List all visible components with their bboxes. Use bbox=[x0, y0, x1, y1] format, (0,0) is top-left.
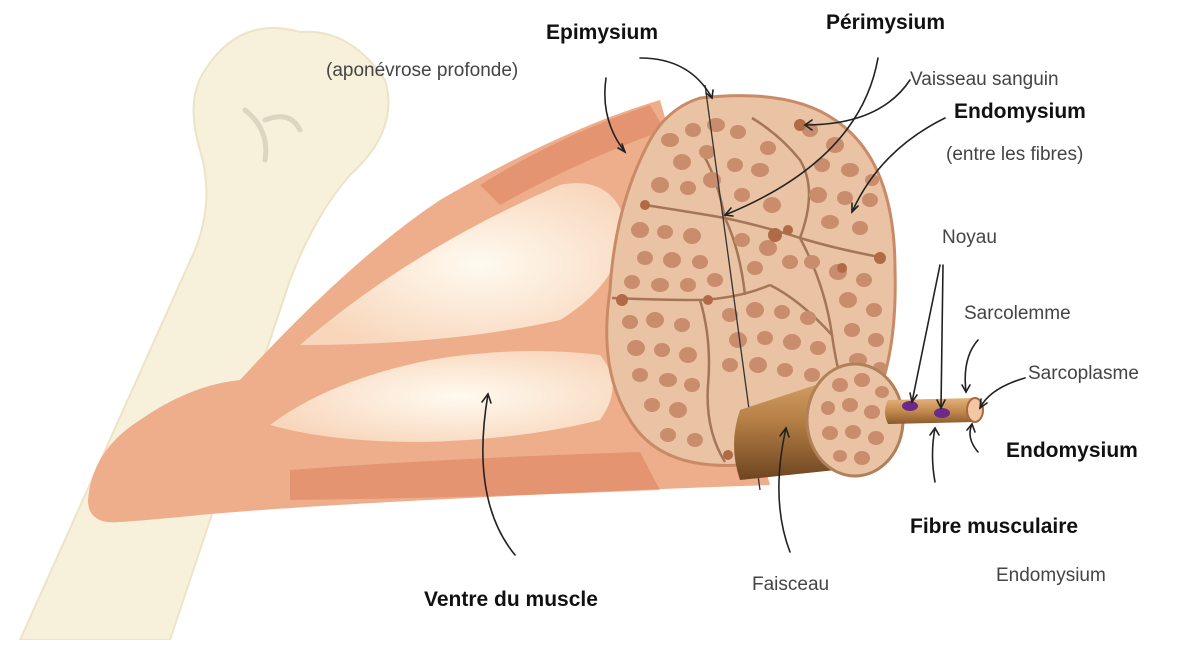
label-ventre-du-muscle: Ventre du muscle bbox=[424, 589, 598, 610]
label-endomysium-middle: Endomysium bbox=[1006, 440, 1138, 461]
label-sarcoplasme: Sarcoplasme bbox=[1028, 364, 1139, 383]
label-vaisseau-sanguin: Vaisseau sanguin bbox=[910, 70, 1059, 89]
label-faisceau: Faisceau bbox=[752, 575, 829, 594]
label-epimysium: Epimysium bbox=[546, 22, 658, 43]
label-endomysium-bottom: Endomysium bbox=[996, 566, 1106, 585]
label-perimysium: Périmysium bbox=[826, 12, 945, 33]
label-aponevrose: (aponévrose profonde) bbox=[326, 61, 518, 80]
nucleus-2 bbox=[934, 408, 950, 418]
muscle-fibre bbox=[885, 398, 983, 424]
label-sarcolemme: Sarcolemme bbox=[964, 304, 1071, 323]
label-entre-les-fibres: (entre les fibres) bbox=[946, 145, 1083, 164]
label-noyau: Noyau bbox=[942, 228, 997, 247]
label-fibre-musculaire: Fibre musculaire bbox=[910, 516, 1078, 537]
nucleus-1 bbox=[902, 401, 918, 411]
label-endomysium-top: Endomysium bbox=[954, 101, 1086, 122]
